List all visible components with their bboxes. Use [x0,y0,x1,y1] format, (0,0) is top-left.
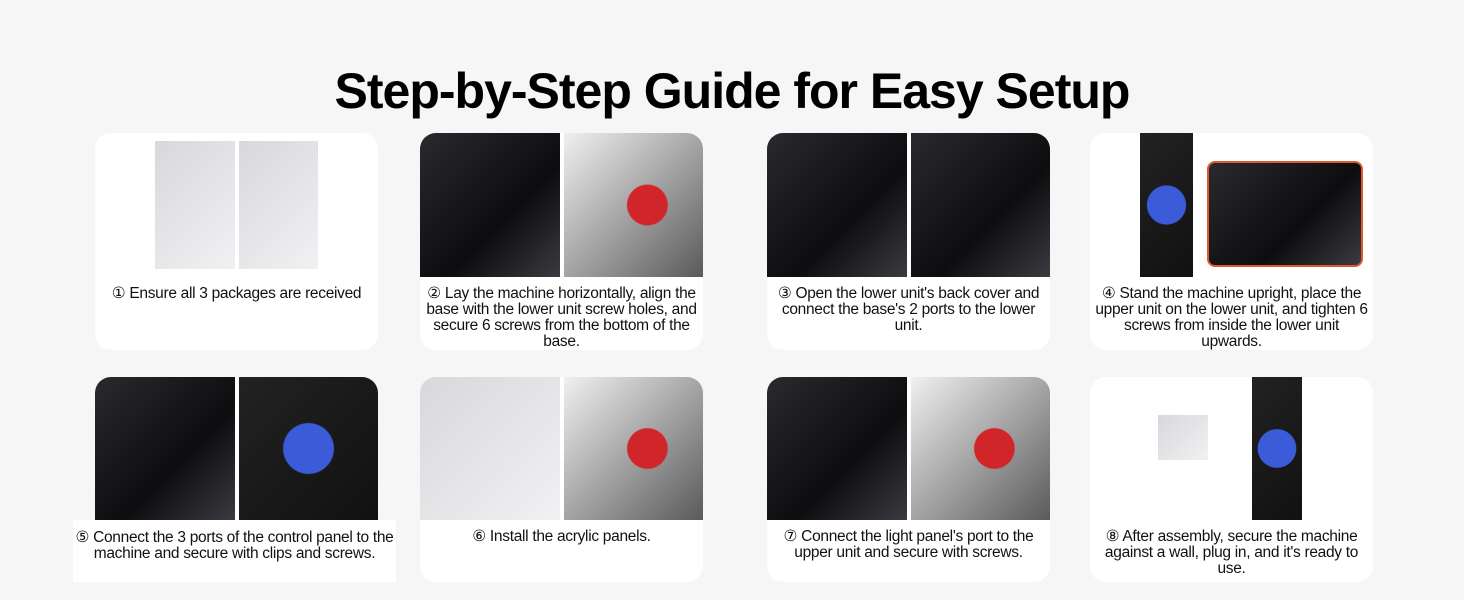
step-text: After assembly, secure the machine again… [1104,528,1359,577]
step-number: ⑧ [1105,528,1120,545]
step-text: Connect the 3 ports of the control panel… [93,529,394,562]
back-cover-photo [767,133,1050,277]
step-card-8: ⑧ After assembly, secure the machine aga… [1090,377,1373,582]
step-number: ④ [1101,285,1116,302]
step-card-2: ② Lay the machine horizontally, align th… [420,133,703,350]
step-card-4: ④ Stand the machine upright, place the u… [1090,133,1373,350]
control-panel-photo [95,377,378,520]
step-text: Lay the machine horizontally, align the … [426,285,697,350]
step-card-3: ③ Open the lower unit's back cover and c… [767,133,1050,350]
step-number: ③ [777,285,792,302]
step-number: ① [111,285,126,302]
step-card-7: ⑦ Connect the light panel's port to the … [767,377,1050,582]
step-number: ⑤ [75,529,90,546]
step-text: Open the lower unit's back cover and con… [781,285,1040,334]
step-text: Install the acrylic panels. [489,528,651,545]
plugged-in-machine-photo [1090,377,1373,520]
packages-photo [95,133,378,277]
step-text: Ensure all 3 packages are received [129,285,362,302]
step-text: Connect the light panel's port to the up… [794,528,1034,561]
step-number: ② [427,285,441,302]
page-title: Step-by-Step Guide for Easy Setup [334,63,1131,119]
step-card-1: ① Ensure all 3 packages are received [95,133,378,350]
upright-machine-photo [1090,133,1373,277]
step-5-caption: ⑤ Connect the 3 ports of the control pan… [73,520,396,582]
drill-base-photo [420,133,703,277]
step-number: ⑦ [783,528,798,545]
step-text: Stand the machine upright, place the upp… [1095,285,1368,350]
acrylic-panels-photo [420,377,703,520]
light-panel-photo [767,377,1050,520]
step-card-6: ⑥ Install the acrylic panels. [420,377,703,582]
step-number: ⑥ [472,528,486,545]
